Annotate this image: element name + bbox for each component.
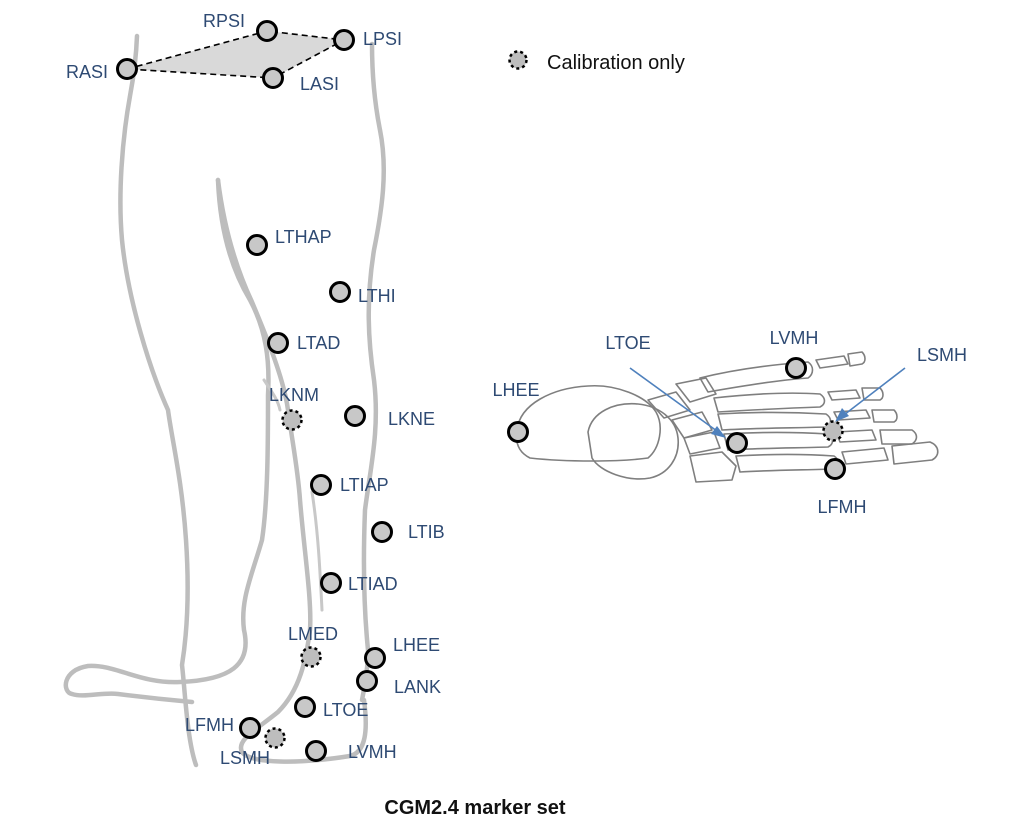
marker-label-lthap: LTHAP	[275, 227, 332, 247]
marker-label-lkne: LKNE	[388, 409, 435, 429]
marker-lthap	[246, 234, 268, 256]
marker-label-lfmh: LFMH	[185, 715, 234, 735]
marker-lvmh	[305, 740, 327, 762]
marker-label-lhee-foot: LHEE	[492, 380, 539, 400]
cuneiform-lateral	[675, 377, 717, 403]
metatarsal-3	[717, 411, 832, 431]
marker-lsmh-foot	[822, 420, 844, 442]
marker-label-lsmh: LSMH	[220, 748, 270, 768]
foot-markers: LHEE LTOE LVMH LSMH LFMH	[492, 328, 967, 517]
metatarsal-1	[699, 361, 814, 393]
metatarsal-4	[723, 431, 834, 451]
marker-lhee	[364, 647, 386, 669]
marker-label-ltiad: LTIAD	[348, 574, 398, 594]
marker-label-lank: LANK	[394, 677, 441, 697]
marker-label-ltiap: LTIAP	[340, 475, 389, 495]
marker-lfmh	[239, 717, 261, 739]
marker-label-ltad: LTAD	[297, 333, 340, 353]
cuboid-bone	[689, 451, 737, 483]
phalanx-1-distal	[847, 351, 866, 367]
marker-label-ltoe-foot: LTOE	[605, 333, 650, 353]
phalanx-3-distal	[871, 409, 898, 423]
marker-ltiap	[310, 474, 332, 496]
marker-lsmh	[264, 727, 286, 749]
cuneiform-medial	[671, 411, 713, 439]
marker-rpsi	[256, 20, 278, 42]
phalanx-2-proximal	[827, 389, 861, 401]
marker-lfmh-foot	[824, 458, 846, 480]
marker-label-lmed: LMED	[288, 624, 338, 644]
arrow-lsmh	[839, 367, 906, 419]
marker-lkne	[344, 405, 366, 427]
marker-label-rpsi: RPSI	[203, 11, 245, 31]
phalanx-5-distal	[891, 441, 939, 465]
metatarsal-5	[735, 453, 840, 473]
marker-lasi	[262, 67, 284, 89]
marker-label-lthi: LTHI	[358, 286, 396, 306]
foot-skeleton	[515, 351, 939, 483]
foot-arrows	[629, 367, 906, 438]
legend-calibration-label: Calibration only	[547, 52, 685, 74]
talus-bone	[587, 402, 679, 480]
marker-label-lhee: LHEE	[393, 635, 440, 655]
marker-label-lfmh-foot: LFMH	[818, 497, 867, 517]
marker-ltad	[267, 332, 289, 354]
marker-ltiad	[320, 572, 342, 594]
leg-markers: LTHAP LTHI LTAD LKNM LKNE LTIAP LTIB LTIAD LMED L…	[185, 227, 445, 768]
legend-calibration-marker-icon	[508, 50, 528, 70]
diagram-caption: CGM2.4 marker set	[384, 797, 566, 819]
marker-label-lvmh-foot: LVMH	[770, 328, 819, 348]
marker-rasi	[116, 58, 138, 80]
left-shin-crest-line	[310, 490, 324, 612]
phalanx-5-proximal	[841, 447, 889, 465]
pelvis-markers: RASI RPSI LPSI LASI	[66, 11, 402, 94]
knee-crease-line	[262, 378, 282, 412]
marker-label-lvmh: LVMH	[348, 742, 397, 762]
marker-lmed	[300, 646, 322, 668]
marker-lhee-foot	[507, 421, 529, 443]
calcaneus-bone	[515, 385, 661, 462]
right-leg-inner-contour	[63, 177, 271, 705]
marker-ltib	[371, 521, 393, 543]
right-leg-outer-contour	[118, 33, 199, 768]
marker-ltoe	[294, 696, 316, 718]
marker-lknm	[281, 409, 303, 431]
marker-label-rasi: RASI	[66, 62, 108, 82]
marker-lank	[356, 670, 378, 692]
arrow-ltoe	[629, 367, 722, 435]
marker-lthi	[329, 281, 351, 303]
phalanx-4-distal	[879, 429, 918, 445]
arrow-lsmh-head	[835, 408, 849, 422]
marker-label-lasi: LASI	[300, 74, 339, 94]
marker-lpsi	[333, 29, 355, 51]
marker-label-ltoe: LTOE	[323, 700, 368, 720]
leg-illustration	[63, 33, 387, 768]
arrow-ltoe-head	[711, 426, 726, 438]
phalanx-3-proximal	[833, 409, 871, 421]
marker-label-ltib: LTIB	[408, 522, 445, 542]
pelvis-plane	[127, 31, 344, 78]
left-leg-back-contour	[359, 41, 387, 703]
metatarsal-2	[713, 392, 826, 413]
phalanx-2-distal	[861, 387, 884, 401]
legend: Calibration only	[508, 50, 685, 74]
left-leg-front-contour	[215, 177, 368, 764]
marker-label-lknm: LKNM	[269, 385, 319, 405]
cuneiform-intermediate	[683, 431, 721, 455]
marker-label-lsmh-foot: LSMH	[917, 345, 967, 365]
pelvis-group	[126, 30, 347, 79]
marker-label-lpsi: LPSI	[363, 29, 402, 49]
phalanx-1-proximal	[815, 355, 849, 369]
marker-ltoe-foot	[726, 432, 748, 454]
marker-lvmh-foot	[785, 357, 807, 379]
